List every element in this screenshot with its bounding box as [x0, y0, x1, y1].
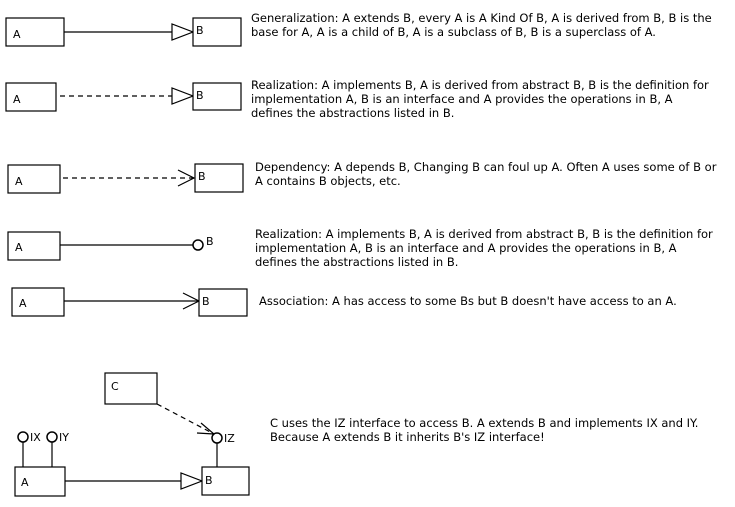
dependency-row: A B	[7, 163, 244, 194]
interface-iy-lollipop-icon	[46, 431, 58, 443]
class-b-label: B	[205, 474, 213, 487]
class-a-label: A	[15, 175, 23, 188]
realization-lollipop-description: Realization: A implements B, A is derive…	[255, 227, 713, 269]
hollow-triangle-arrowhead	[180, 472, 204, 490]
realization-lollipop-row: A B	[7, 231, 214, 261]
generalization-description: Generalization: A extends B, every A is …	[251, 11, 712, 39]
class-a-box	[7, 164, 61, 194]
association-row: A B	[11, 287, 248, 317]
class-a-label: A	[19, 297, 27, 310]
hollow-triangle-arrowhead	[171, 23, 195, 41]
class-a-label: A	[21, 476, 29, 489]
class-c-label: C	[111, 380, 119, 393]
interface-ix-lollipop-icon	[17, 431, 29, 443]
class-a-box	[5, 17, 65, 47]
class-a-label: A	[13, 93, 21, 106]
class-b-box	[201, 466, 250, 496]
class-b-label: B	[198, 170, 206, 183]
class-a-box	[7, 231, 61, 261]
class-a-box	[5, 82, 57, 112]
class-a-label: A	[13, 28, 21, 41]
interface-iz-label: IZ	[224, 432, 235, 445]
class-b-box	[198, 288, 248, 317]
class-b-label: B	[196, 24, 204, 37]
composite-description: C uses the IZ interface to access B. A e…	[270, 416, 699, 444]
open-arrowhead	[196, 422, 216, 435]
class-a-box	[14, 466, 66, 497]
interface-lollipop-icon	[192, 239, 204, 251]
interface-b-label: B	[206, 235, 214, 248]
c-to-iz-dependency-line	[156, 403, 215, 435]
class-b-box	[192, 17, 242, 47]
interface-iz-lollipop-icon	[211, 432, 223, 444]
composite-interface-example: C A IX IY B IZ	[14, 372, 250, 497]
class-b-label: B	[196, 89, 204, 102]
class-a-label: A	[15, 241, 23, 254]
open-arrowhead	[177, 169, 196, 187]
realization-description: Realization: A implements B, A is derive…	[251, 78, 709, 120]
class-b-box	[192, 82, 242, 111]
class-c-box	[104, 372, 158, 405]
class-b-label: B	[202, 295, 210, 308]
interface-ix-label: IX	[30, 431, 41, 444]
class-b-box	[194, 163, 244, 193]
dependency-description: Dependency: A depends B, Changing B can …	[255, 160, 717, 188]
hollow-triangle-arrowhead	[171, 87, 195, 105]
realization-row: A B	[5, 82, 242, 112]
association-description: Association: A has access to some Bs but…	[259, 294, 677, 308]
generalization-row: A B	[5, 17, 242, 47]
interface-iy-label: IY	[59, 431, 69, 444]
class-a-box	[11, 287, 65, 317]
